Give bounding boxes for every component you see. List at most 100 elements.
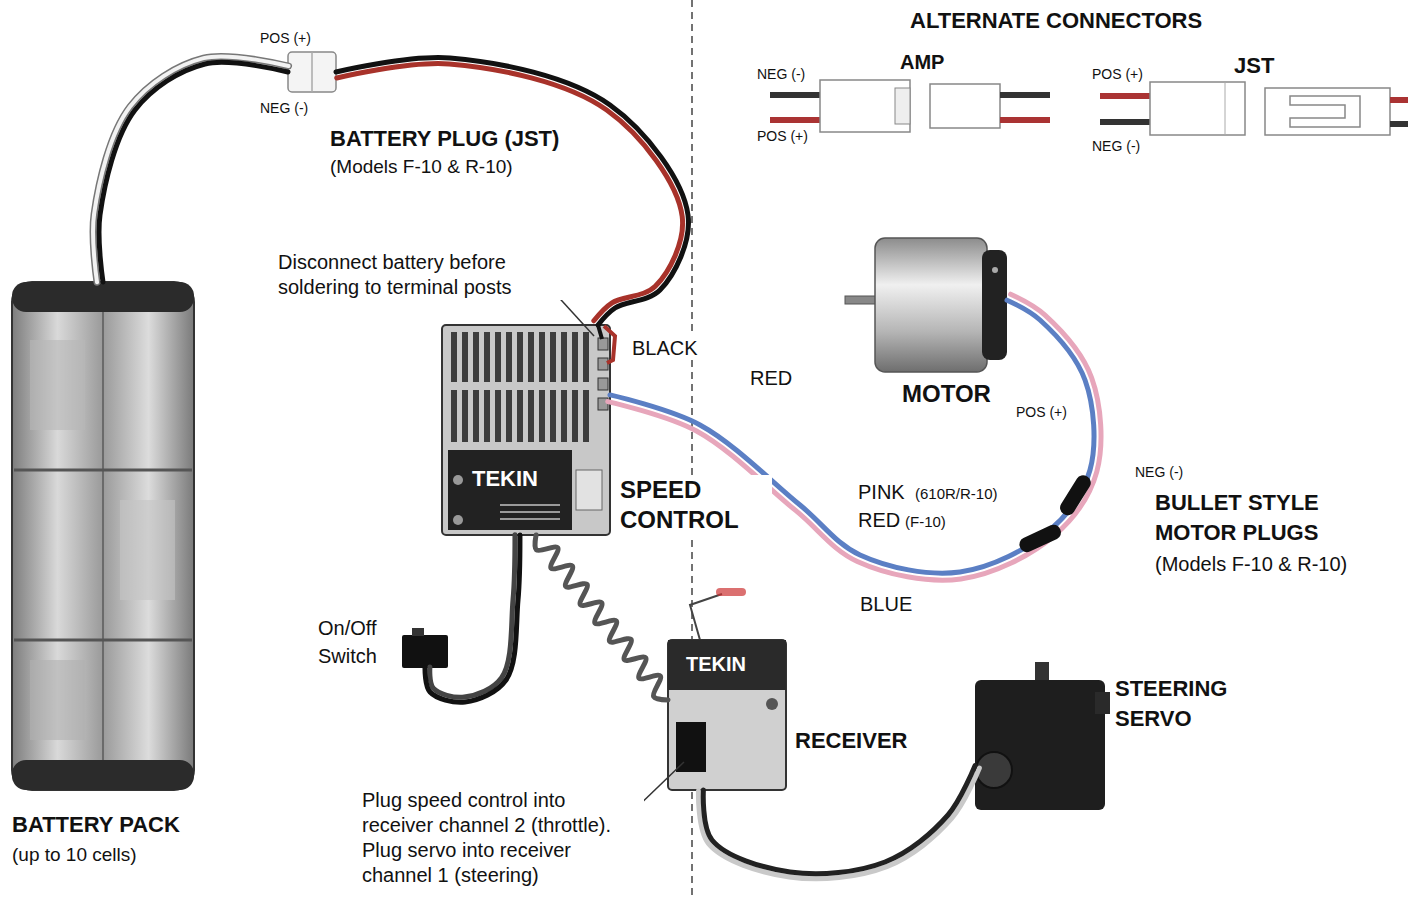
component-label: STEERING SERVO (1113, 674, 1257, 734)
battery-pack-art (120, 500, 175, 600)
speed-control-art (448, 332, 592, 382)
battery-pack-art (12, 282, 194, 790)
component-label: MOTOR (900, 380, 993, 409)
wire-pair (425, 535, 520, 702)
wire-strand (608, 294, 1101, 580)
servo-art (1095, 692, 1110, 714)
speed-control-art (604, 326, 615, 363)
motor-art (992, 267, 998, 273)
wire-color-label: PINK (856, 480, 907, 504)
jst-connector-art (1390, 97, 1408, 103)
speed-control-art (500, 518, 560, 520)
note: Plug servo into receiver channel 1 (stee… (360, 838, 644, 888)
bullet-plug-art (1017, 473, 1093, 555)
speed-control-art (598, 378, 608, 390)
wire-strand (93, 56, 289, 282)
bullet-plug-art (1017, 522, 1063, 554)
battery-plug-art (288, 52, 336, 92)
battery-pack-art (14, 639, 192, 642)
speed-control: SPEED CONTROL (442, 325, 610, 535)
receiver-art (668, 588, 786, 790)
polarity-label: POS (+) (755, 128, 810, 145)
battery-plug-art (311, 52, 313, 92)
amp-connector-art (770, 80, 1050, 132)
amp-connector-art (820, 80, 910, 132)
jst-connector-art (1100, 93, 1152, 99)
note: Disconnect battery before soldering to t… (276, 250, 565, 300)
polarity-label: NEG (-) (1133, 464, 1185, 481)
component-label: RECEIVER (793, 728, 909, 754)
motor-art (845, 296, 877, 304)
steering-servo: STEERING SERVO (975, 662, 1110, 810)
polarity-label: POS (+) (1090, 66, 1145, 83)
wire-pair (535, 535, 668, 700)
battery-pack-art (12, 760, 194, 790)
speed-control-art (500, 511, 560, 513)
model-note: (Models F-10 & R-10) (1153, 552, 1349, 576)
battery-pack-art (30, 340, 85, 430)
wire (425, 535, 520, 702)
receiver-art (690, 594, 722, 640)
switch-art (402, 628, 448, 668)
bullet-plug-art (1057, 473, 1093, 518)
battery-pack-art (30, 660, 85, 740)
wire (99, 62, 288, 282)
component-label: BATTERY PACK (10, 812, 182, 838)
battery-pack-art (102, 312, 104, 760)
polarity-label: NEG (-) (258, 100, 310, 117)
component-label: On/Off Switch (316, 614, 402, 670)
amp-connector-art (895, 88, 910, 124)
brand-mark: TEKIN (470, 466, 540, 492)
connector-type: AMP (898, 50, 946, 74)
model-note: (610R/R-10) (913, 485, 1000, 503)
model-note: (F-10) (903, 513, 948, 531)
wire-pair (93, 56, 289, 282)
motor-art (845, 238, 1007, 372)
wire-color-label: BLACK (630, 336, 700, 360)
battery-pack-art (14, 469, 192, 472)
servo-art (975, 680, 1105, 810)
polarity-label: NEG (-) (755, 66, 807, 83)
note: Plug speed control into receiver channel… (360, 788, 644, 838)
switch-art (412, 628, 424, 636)
jst-connector-art (1225, 82, 1226, 135)
speed-control-art (453, 515, 463, 525)
amp-connector-art (930, 84, 1000, 128)
wire-color-label: RED (748, 366, 794, 390)
receiver-art (766, 698, 778, 710)
polarity-label: POS (+) (1014, 404, 1069, 421)
section-heading: ALTERNATE CONNECTORS (908, 8, 1204, 34)
battery-plug-art (288, 52, 336, 92)
wire-pair (698, 766, 979, 879)
speed-control-art (598, 338, 608, 350)
battery-pack-art (12, 282, 194, 790)
speed-control-art (576, 470, 602, 510)
wire (610, 300, 1094, 573)
brand-mark: TEKIN (684, 652, 748, 676)
amp-connector-art (770, 92, 822, 98)
motor: MOTOR (845, 236, 1007, 374)
jst-connector-art (1290, 96, 1360, 127)
component-label: (up to 10 cells) (10, 844, 139, 867)
switch-art (402, 635, 448, 668)
amp-connector-art (770, 117, 822, 123)
on-off-switch: On/Off Switch (402, 628, 448, 668)
motor-art (875, 238, 987, 372)
wire-strand (93, 56, 289, 282)
amp-connector-art (1000, 117, 1050, 123)
connector-type: JST (1232, 53, 1276, 79)
speed-control-art (500, 504, 560, 506)
jst-connector-art (1265, 88, 1390, 135)
servo-art (976, 752, 1012, 788)
receiver-art (716, 588, 746, 596)
component-label: BATTERY PLUG (JST) (328, 126, 561, 152)
speed-control-art (598, 358, 608, 370)
polarity-label: NEG (-) (1090, 138, 1142, 155)
amp-connector-art (1000, 92, 1050, 98)
speed-control-art (448, 390, 592, 442)
jst-connector-art (1100, 82, 1408, 135)
polarity-label: POS (+) (258, 30, 313, 47)
jst-connector-art (1150, 82, 1245, 135)
